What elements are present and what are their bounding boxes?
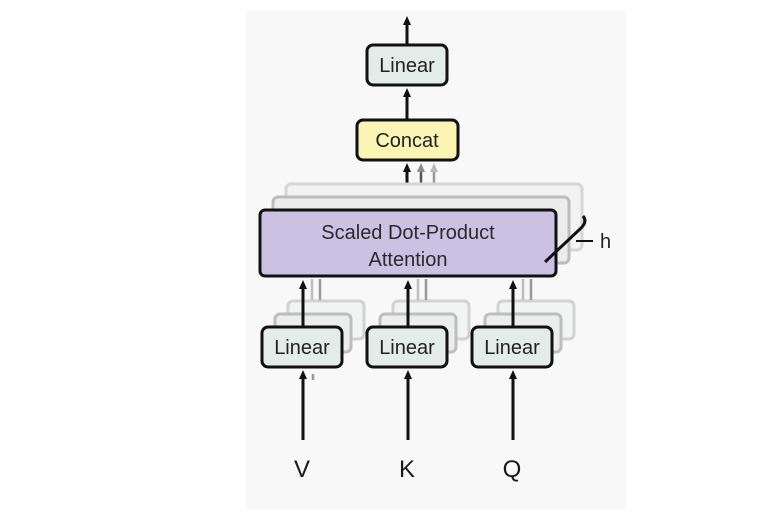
heads-label: h [600,231,611,253]
heads-bracket: h [543,215,611,264]
linear-group-k: Linear K [365,279,471,483]
attention-label-line1: Scaled Dot-Product [321,222,495,244]
linear-group-v: Linear V [260,279,366,483]
input-v-label: V [294,456,310,483]
linear-q-label: Linear [484,337,540,359]
linear-k-label: Linear [379,337,435,359]
input-k-label: K [399,456,415,483]
concat-label: Concat [375,130,439,152]
linear-group-q: Linear Q [470,279,576,483]
attention-box: Scaled Dot-Product Attention [258,208,558,278]
concat-box: Concat [355,118,460,162]
input-q-label: Q [503,456,522,483]
output-linear-label: Linear [379,55,435,77]
linear-v-label: Linear [274,337,330,359]
output-linear-box: Linear [365,43,449,87]
attention-label-line2: Attention [369,249,448,271]
